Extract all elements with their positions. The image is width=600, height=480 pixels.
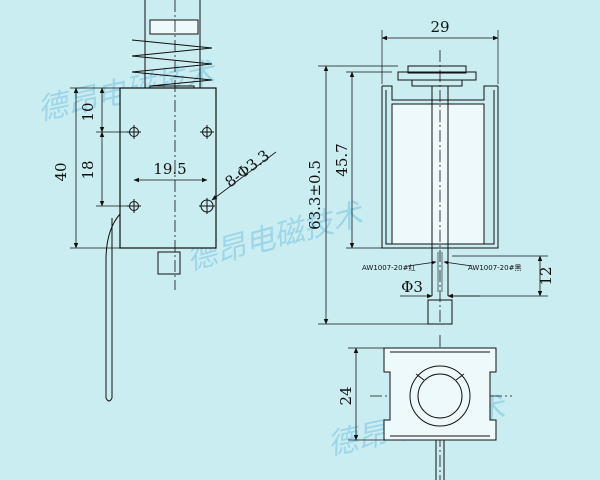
side-view-dimensions: 29 63.3±0.5 45.7 Φ3 12 AW1007-20#红 AW100… bbox=[306, 18, 555, 296]
dim-top-offset: 10 bbox=[79, 102, 97, 121]
bottom-view bbox=[348, 335, 512, 480]
dim-plunger-stroke: 12 bbox=[537, 266, 555, 285]
plunger-end bbox=[427, 299, 453, 325]
dim-bottom-width: 24 bbox=[337, 386, 355, 405]
plunger-tip bbox=[157, 251, 181, 275]
dim-total-length: 63.3±0.5 bbox=[306, 160, 324, 230]
dim-height-total: 40 bbox=[52, 162, 70, 181]
dim-plunger-dia: Φ3 bbox=[401, 278, 423, 296]
coil-body bbox=[391, 103, 485, 245]
bottom-view-dimensions: 24 bbox=[337, 386, 355, 405]
dim-body-length: 45.7 bbox=[333, 143, 351, 176]
front-view bbox=[70, 0, 277, 402]
side-view bbox=[318, 30, 548, 325]
spring bbox=[131, 0, 213, 101]
lead-wire bbox=[105, 213, 121, 398]
dim-width: 29 bbox=[430, 18, 449, 36]
mounting-holes bbox=[127, 125, 215, 214]
bottom-body bbox=[383, 347, 497, 441]
dim-holes: 8-Φ3.3 bbox=[222, 146, 273, 191]
dim-height-holes: 18 bbox=[79, 160, 97, 179]
wire-label-right: AW1007-20#黑 bbox=[468, 264, 521, 272]
wire-label-left: AW1007-20#红 bbox=[362, 263, 415, 272]
solenoid-body bbox=[119, 87, 217, 249]
dim-hole-spacing: 19.5 bbox=[153, 160, 186, 178]
bottom-ring bbox=[409, 365, 471, 427]
